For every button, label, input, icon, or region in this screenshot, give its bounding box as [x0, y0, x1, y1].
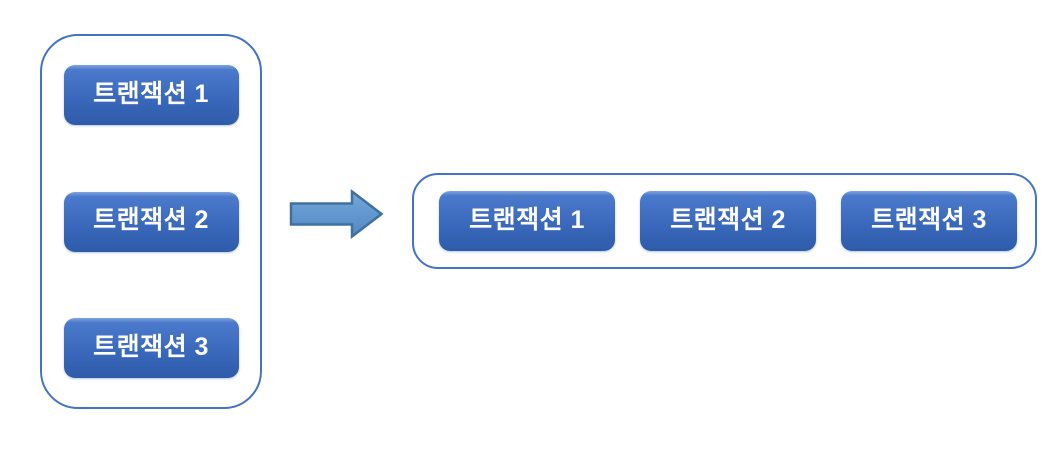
transaction-label: 트랜잭션 1: [93, 79, 209, 108]
transaction-box-3-right: 트랜잭션 3: [841, 191, 1017, 251]
transaction-box-1-left: 트랜잭션 1: [63, 65, 239, 125]
transaction-box-2-right: 트랜잭션 2: [640, 191, 816, 251]
transaction-label: 트랜잭션 3: [93, 332, 209, 361]
serial-transactions-group: 트랜잭션 1 트랜잭션 2 트랜잭션 3: [40, 34, 262, 409]
transaction-box-3-left: 트랜잭션 3: [63, 318, 239, 378]
transaction-box-2-left: 트랜잭션 2: [63, 191, 239, 252]
right-arrow-icon: [289, 188, 384, 240]
transaction-label: 트랜잭션 2: [93, 206, 209, 234]
batched-transactions-group: 트랜잭션 1 트랜잭션 2 트랜잭션 3: [412, 173, 1037, 269]
transaction-label: 트랜잭션 3: [871, 205, 987, 234]
transaction-label: 트랜잭션 1: [469, 205, 585, 234]
transaction-box-1-right: 트랜잭션 1: [439, 191, 615, 251]
transaction-label: 트랜잭션 2: [670, 205, 786, 234]
